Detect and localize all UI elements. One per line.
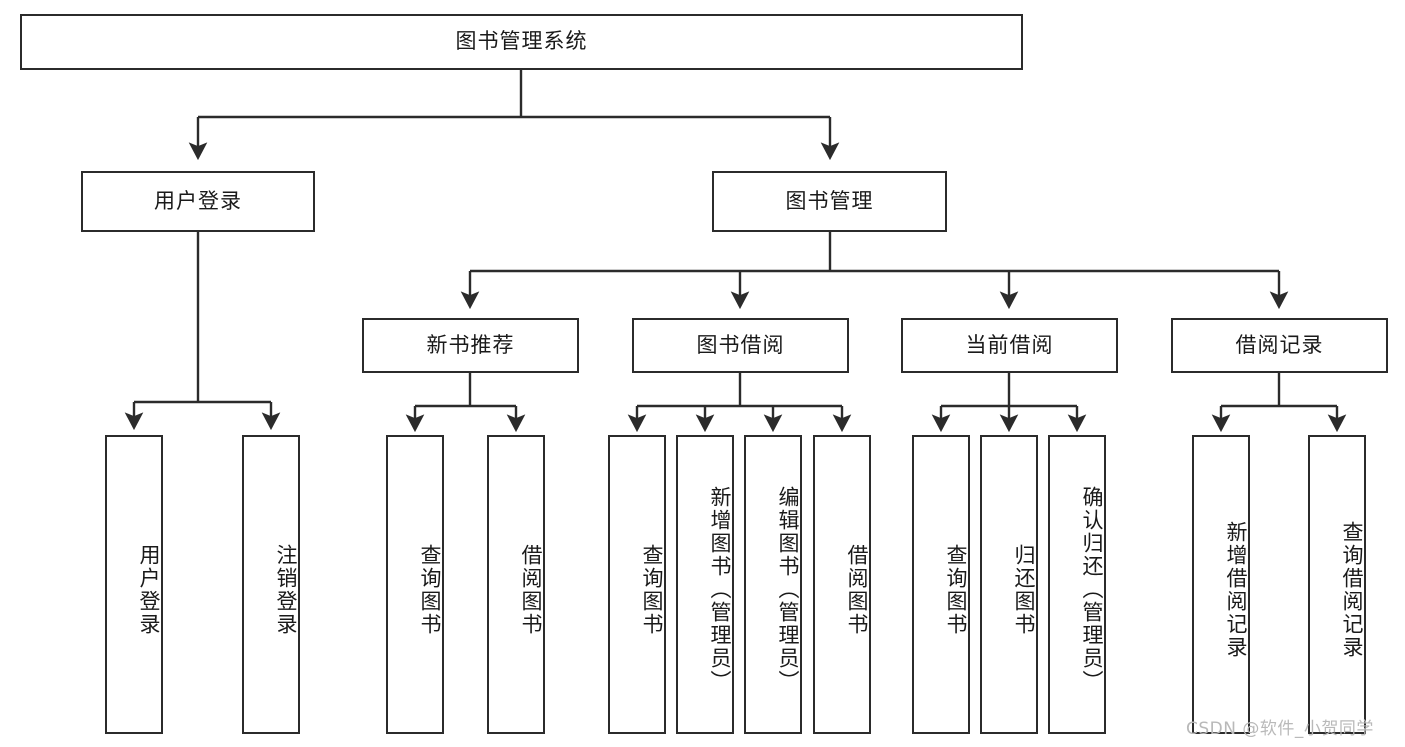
node-label: 归还图书 [1012,543,1036,636]
node-current-borrow[interactable]: 当前借阅 [901,318,1118,373]
leaf-query-borrow-record[interactable]: 查询借阅记录 [1308,435,1366,734]
leaf-borrow-book-borrow[interactable]: 借阅图书 [813,435,871,734]
node-label: 注销登录 [274,543,298,636]
node-borrow-record[interactable]: 借阅记录 [1171,318,1388,373]
leaf-add-borrow-record[interactable]: 新增借阅记录 [1192,435,1250,734]
node-label: 新增图书（管理员） [708,486,732,693]
leaf-query-book-borrow[interactable]: 查询图书 [608,435,666,734]
node-label: 图书管理系统 [455,29,588,54]
leaf-borrow-book-recommend[interactable]: 借阅图书 [487,435,545,734]
leaf-logout-login[interactable]: 注销登录 [242,435,300,734]
node-label: 当前借阅 [965,332,1054,357]
node-label: 借阅记录 [1235,332,1324,357]
node-label: 确认归还（管理员） [1080,486,1104,693]
node-label: 用户登录 [137,543,161,636]
node-label: 查询借阅记录 [1340,520,1364,659]
leaf-edit-book-admin[interactable]: 编辑图书（管理员） [744,435,802,734]
node-root-system[interactable]: 图书管理系统 [20,14,1023,70]
node-label: 借阅图书 [519,543,543,636]
node-label: 用户登录 [154,188,242,213]
leaf-add-book-admin[interactable]: 新增图书（管理员） [676,435,734,734]
node-book-borrow[interactable]: 图书借阅 [632,318,849,373]
csdn-watermark: CSDN @软件_小贺同学 [1186,719,1374,739]
node-label: 查询图书 [640,543,664,636]
node-label: 图书借阅 [696,332,785,357]
node-label: 新增借阅记录 [1224,520,1248,659]
node-label: 查询图书 [944,543,968,636]
node-label: 借阅图书 [845,543,869,636]
node-book-management[interactable]: 图书管理 [712,171,947,232]
node-label: 查询图书 [418,543,442,636]
leaf-query-book-current[interactable]: 查询图书 [912,435,970,734]
leaf-confirm-return-admin[interactable]: 确认归还（管理员） [1048,435,1106,734]
leaf-query-book-recommend[interactable]: 查询图书 [386,435,444,734]
node-new-book-recommend[interactable]: 新书推荐 [362,318,579,373]
leaf-user-login[interactable]: 用户登录 [105,435,163,734]
node-label: 编辑图书（管理员） [776,486,800,693]
node-user-login[interactable]: 用户登录 [81,171,315,232]
node-label: 新书推荐 [426,332,515,357]
node-label: 图书管理 [785,188,874,213]
leaf-return-book[interactable]: 归还图书 [980,435,1038,734]
